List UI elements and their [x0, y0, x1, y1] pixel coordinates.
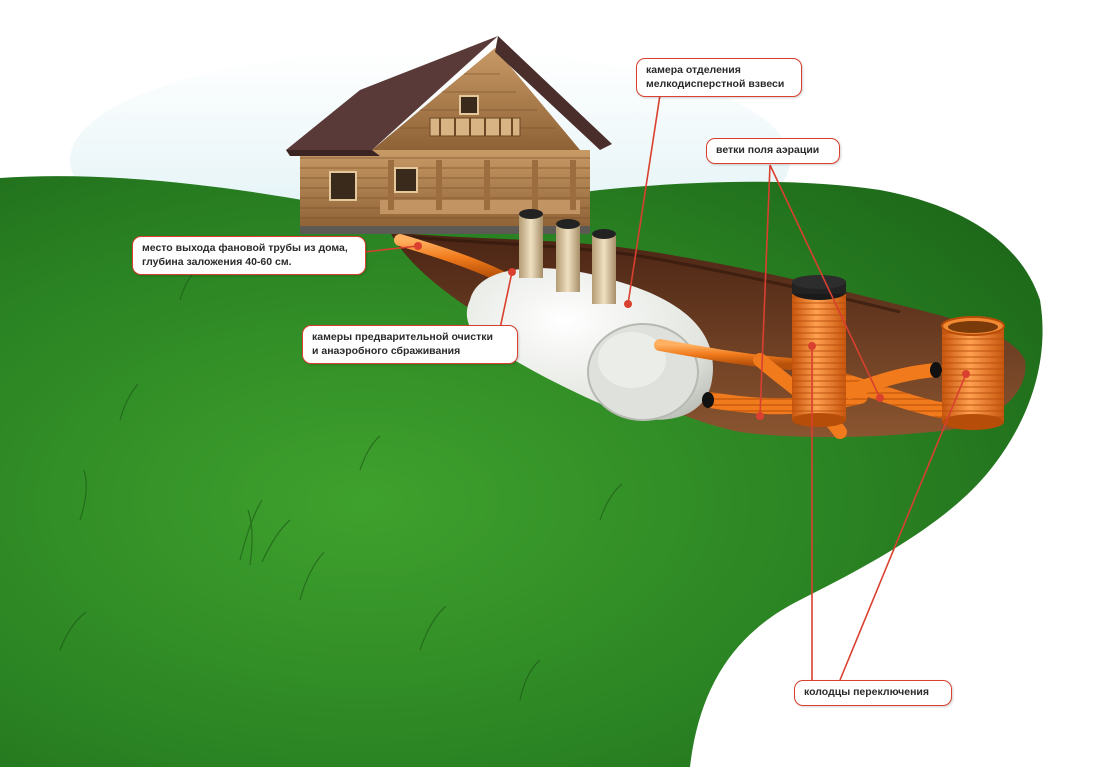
leader-dots — [414, 242, 970, 420]
switch-well-left — [792, 275, 846, 427]
label-aeration-branches-line-1: ветки поля аэрации — [716, 144, 820, 156]
label-switch-wells: колодцы переключения — [794, 680, 952, 706]
label-fine-suspension-chamber: камера отделения мелкодисперстной взвеси — [636, 58, 802, 98]
grass-texture — [59, 269, 623, 701]
label-pre-treatment-chambers-line-2: и анаэробного сбраживания — [312, 344, 461, 357]
label-pre-treatment-chambers: камеры предварительной очистки и анаэроб… — [302, 325, 518, 365]
label-drain-pipe-exit: место выхода фановой трубы из дома, глуб… — [132, 236, 366, 276]
label-switch-wells-line-1: колодцы переключения — [804, 686, 929, 698]
label-drain-pipe-exit-line-2: глубина заложения 40-60 см. — [142, 255, 292, 268]
label-fine-suspension-chamber-line-2: мелкодисперстной взвеси — [646, 77, 785, 90]
drain-pipe — [394, 234, 506, 282]
label-drain-pipe-exit-line-1: место выхода фановой трубы из дома, — [142, 242, 348, 254]
label-pre-treatment-chambers-line-1: камеры предварительной очистки — [312, 331, 493, 343]
label-fine-suspension-chamber-line-1: камера отделения — [646, 64, 741, 76]
switch-well-right — [941, 316, 1005, 430]
label-aeration-branches: ветки поля аэрации — [706, 138, 840, 164]
